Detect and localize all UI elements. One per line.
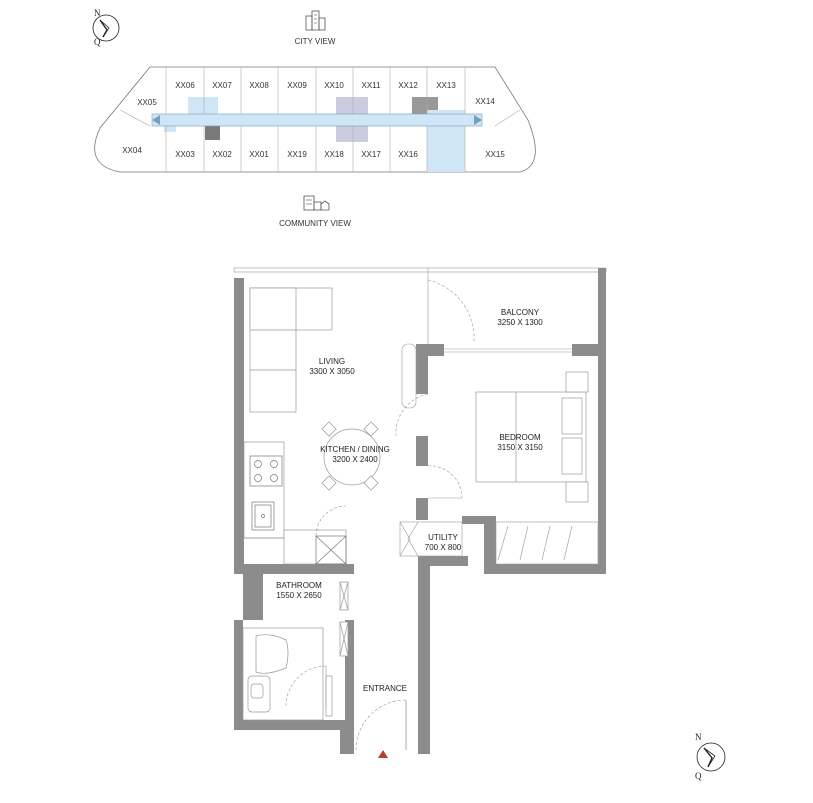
unit-label: XX05 xyxy=(137,98,157,107)
sofa-icon xyxy=(249,287,333,413)
hob-icon xyxy=(249,455,283,487)
unit-highlight-xx02 xyxy=(205,123,220,140)
unit-label: XX19 xyxy=(287,150,307,159)
room-size-bedroom: 3150 X 3150 xyxy=(497,443,543,452)
city-view-marker: CITY VIEW xyxy=(295,10,336,46)
room-name-kitchen: KITCHEN / DINING xyxy=(320,445,390,454)
city-buildings-icon xyxy=(305,10,326,31)
compass-ring xyxy=(696,742,726,772)
unit-label: XX12 xyxy=(398,81,418,90)
bed-icon xyxy=(475,371,589,503)
top-compass: N Q xyxy=(92,8,120,47)
unit-label: XX14 xyxy=(475,97,495,106)
unit-highlight-xx06 xyxy=(188,97,218,119)
compass-q-label: Q xyxy=(94,37,101,47)
unit-label: XX02 xyxy=(212,150,232,159)
community-buildings-icon xyxy=(303,195,330,211)
unit-label: XX08 xyxy=(249,81,269,90)
unit-label: XX17 xyxy=(361,150,381,159)
bottom-row-labels: XX03 XX02 XX01 XX19 XX18 XX17 XX16 xyxy=(175,150,418,159)
utility-cupboard xyxy=(399,521,463,557)
bathroom-fixtures xyxy=(242,581,349,721)
room-name-entrance: ENTRANCE xyxy=(363,684,407,693)
wardrobe-icon xyxy=(495,521,599,565)
top-window-line xyxy=(233,267,607,273)
unit-floor-plan: BALCONY 3250 X 1300 LIVING 3300 X 3050 K… xyxy=(233,267,607,758)
compass-arrow-icon xyxy=(703,747,713,768)
entrance-arrow-icon xyxy=(378,750,388,758)
room-size-bathroom: 1550 X 2650 xyxy=(276,591,322,600)
unit-label: XX15 xyxy=(485,150,505,159)
community-view-label: COMMUNITY VIEW xyxy=(279,219,351,228)
community-view-marker: COMMUNITY VIEW xyxy=(279,195,351,228)
compass-ring xyxy=(92,14,120,42)
tv-unit-icon xyxy=(401,343,417,409)
unit-label: XX06 xyxy=(175,81,195,90)
compass-north-label: N xyxy=(695,732,702,742)
unit-label: XX13 xyxy=(436,81,456,90)
compass-q-label: Q xyxy=(695,771,702,781)
room-labels: BALCONY 3250 X 1300 LIVING 3300 X 3050 K… xyxy=(276,308,543,693)
compass-arrow-icon xyxy=(99,19,108,38)
room-name-balcony: BALCONY xyxy=(501,308,540,317)
unit-label: XX18 xyxy=(324,150,344,159)
top-row-labels: XX06 XX07 XX08 XX09 XX10 XX11 XX12 XX13 xyxy=(175,81,456,90)
room-size-kitchen: 3200 X 2400 xyxy=(332,455,378,464)
walls xyxy=(234,268,606,754)
room-name-utility: UTILITY xyxy=(428,533,458,542)
unit-label: XX03 xyxy=(175,150,195,159)
fridge-icon xyxy=(315,535,347,565)
room-size-utility: 700 X 800 xyxy=(425,543,462,552)
corridor xyxy=(151,113,483,127)
bottom-compass: N Q xyxy=(695,732,726,781)
sink-icon xyxy=(251,501,275,531)
unit-label: XX11 xyxy=(362,81,382,90)
entrance-door-swing xyxy=(355,699,407,751)
key-plan: XX06 XX07 XX08 XX09 XX10 XX11 XX12 XX13 … xyxy=(94,66,536,173)
compass-north-label: N xyxy=(94,8,101,18)
balcony-door-swing xyxy=(427,279,475,343)
toilet-icon xyxy=(255,634,289,674)
unit-label: XX16 xyxy=(398,150,418,159)
unit-label: XX04 xyxy=(122,146,142,155)
unit-label: XX10 xyxy=(324,81,344,90)
unit-label: XX07 xyxy=(212,81,232,90)
unit-label: XX09 xyxy=(287,81,307,90)
unit-label: XX01 xyxy=(249,150,269,159)
room-name-bedroom: BEDROOM xyxy=(499,433,541,442)
city-view-label: CITY VIEW xyxy=(295,37,336,46)
room-name-living: LIVING xyxy=(319,357,345,366)
room-name-bathroom: BATHROOM xyxy=(276,581,322,590)
room-size-balcony: 3250 X 1300 xyxy=(497,318,543,327)
dining-table-icon xyxy=(321,421,381,491)
room-size-living: 3300 X 3050 xyxy=(309,367,355,376)
